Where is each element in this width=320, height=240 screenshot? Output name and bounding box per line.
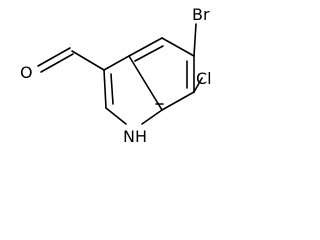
c6-c7-bond <box>161 91 195 111</box>
c3-c2-bond <box>103 69 107 109</box>
c3a-c7a-bond <box>128 55 163 111</box>
molecule-structure: Br Cl O NH <box>20 5 212 146</box>
c3a-c4-inner-bond <box>134 45 164 62</box>
oxygen-label: O <box>20 63 33 82</box>
nitrogen-hydrogen-label: NH <box>123 127 147 146</box>
c3a-c4-bond <box>128 37 163 57</box>
chlorine-label: Cl <box>196 69 212 88</box>
n1-c7a-bond <box>141 109 163 125</box>
c3-c2-inner-bond <box>110 73 114 105</box>
c2-n1-bond <box>105 107 127 125</box>
carbonyl-double-bond-b <box>40 53 74 73</box>
bromine-label: Br <box>192 5 210 24</box>
c4-c5-bond <box>161 37 195 57</box>
aldehyde-c-c3-bond <box>71 50 105 71</box>
carbonyl-double-bond-a <box>37 47 71 67</box>
c3-c3a-bond <box>103 55 130 71</box>
c6-cl-bond <box>193 77 203 93</box>
c5-br-bond <box>193 23 197 57</box>
